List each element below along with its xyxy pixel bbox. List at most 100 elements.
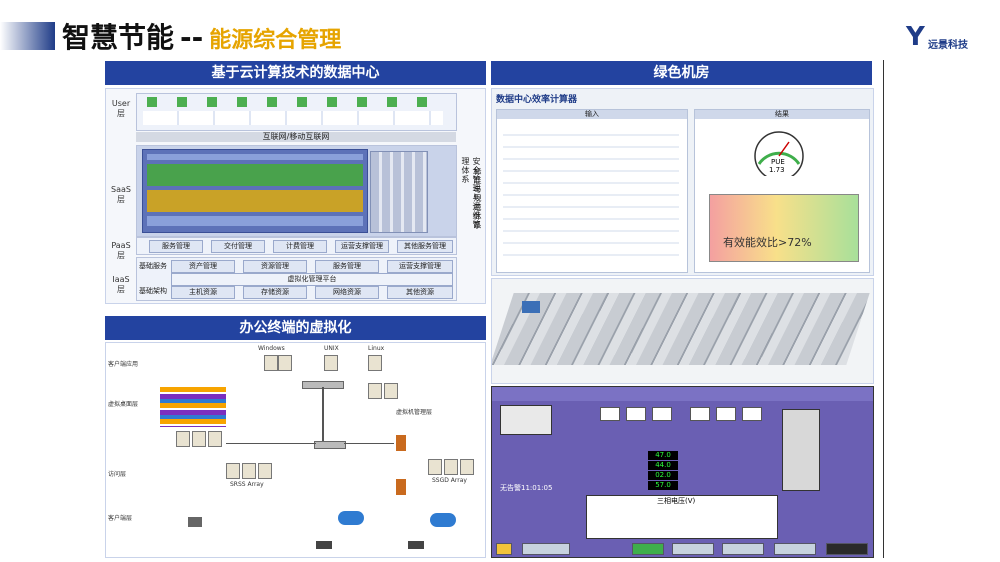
server-linux (368, 355, 382, 371)
iaas-chip-host: 主机资源 (171, 286, 235, 299)
datacenter-title: 基于云计算技术的数据中心 (211, 65, 380, 81)
calc-input-rows (503, 124, 679, 264)
pue-curve-chart (709, 194, 859, 262)
monitor-button-1[interactable] (522, 543, 570, 555)
company-logo: Y 远景科技 (906, 24, 976, 52)
monitor-topbar (492, 387, 873, 401)
layer-label-paas: PaaS 层 (111, 241, 131, 260)
iaas-chip-network: 网络资源 (315, 286, 379, 299)
os-label-linux: Linux (368, 345, 385, 352)
efficiency-calculator: 数据中心效率计算器 输入 结果 PUE 1.73 有效能效比>72% (491, 88, 874, 276)
rack-cabinet-image (782, 409, 820, 491)
monitor-clock (826, 543, 868, 555)
readout-4: 57.0 (648, 481, 678, 490)
label-client-app: 客户端应用 (108, 361, 139, 368)
iaas-sub-basic-arch: 基础架构 (139, 287, 167, 295)
ssgd-server-1 (428, 459, 442, 475)
logo-text: 远景科技 (928, 40, 968, 51)
firewall-icon-1 (396, 435, 406, 451)
office-title: 办公终端的虚拟化 (239, 320, 352, 336)
alarm-status-text: 无告警11:01:05 (500, 484, 553, 492)
user-icons-strip (147, 97, 427, 107)
calc-result-header: 结果 (695, 110, 869, 119)
cloud-icon-internet (338, 511, 364, 525)
pue-value: 1.73 (769, 166, 785, 174)
office-diagram: Windows UNIX Linux 客户端应用 虚拟桌面层 访问层 客户端层 … (105, 342, 486, 558)
side-note-standard: 标准与规范体系 (473, 167, 482, 230)
monitor-button-3[interactable] (722, 543, 764, 555)
room-equipment-blue (522, 301, 540, 313)
side-note-security: 安全管理与运维管理体系 (461, 157, 481, 229)
paas-layer-row: 服务管理 交付管理 计费管理 运营支撑管理 其他服务管理 (136, 237, 457, 255)
title-sub: 能源综合管理 (209, 28, 342, 53)
logo-mark-icon: Y (906, 22, 925, 52)
internet-band: 互联网/移动互联网 (136, 132, 456, 142)
green-title: 绿色机房 (653, 65, 710, 81)
label-ssgd-array: SSGD Array (432, 477, 467, 484)
label-vm-manager: 虚拟机管理层 (396, 409, 433, 416)
readout-2: 44.0 (648, 461, 678, 470)
monitor-button-4[interactable] (774, 543, 816, 555)
saas-band-green (147, 164, 363, 186)
saas-band-bottom (147, 216, 363, 226)
laptop-icon-2 (408, 541, 424, 549)
layer-label-iaas: IaaS 层 (112, 275, 130, 294)
user-layer-row (136, 93, 457, 131)
voltage-chart-label: 三相电压(V) (657, 497, 696, 505)
monitor-tree-panel (500, 405, 552, 435)
readout-1: 47.0 (648, 451, 678, 460)
title-separator: -- (180, 21, 204, 54)
voltage-dial-3 (652, 407, 672, 421)
virtual-desktop-stack (160, 387, 226, 427)
datacenter-panel-header: 基于云计算技术的数据中心 (105, 61, 486, 85)
voltage-dial-1 (600, 407, 620, 421)
iaas-chip-service: 服务管理 (315, 260, 379, 273)
server-rack-rows (492, 293, 870, 365)
srss-server-1 (226, 463, 240, 479)
voltage-trend-chart: 三相电压(V) (586, 495, 778, 539)
vm-server-1 (368, 383, 382, 399)
layer-label-saas: SaaS 层 (111, 185, 131, 204)
saas-core-block (142, 149, 368, 233)
firewall-icon-2 (396, 479, 406, 495)
vd-server-3 (208, 431, 222, 447)
paas-chip-2: 交付管理 (211, 240, 265, 253)
paas-chip-1: 服务管理 (149, 240, 203, 253)
internet-label: 互联网/移动互联网 (262, 132, 330, 141)
os-label-windows: Windows (258, 345, 285, 352)
desktop-terminal-icon (188, 517, 202, 527)
label-client-layer: 客户端层 (108, 515, 133, 522)
iaas-virtual-platform: 虚拟化管理平台 (171, 273, 453, 286)
paas-chip-3: 计费管理 (273, 240, 327, 253)
monitor-button-2[interactable] (672, 543, 714, 555)
label-virtual-desktop: 虚拟桌面层 (108, 401, 139, 408)
wire-to-firewall (344, 443, 394, 444)
ssgd-server-3 (460, 459, 474, 475)
readout-3: 02.0 (648, 471, 678, 480)
wire-vertical-main (322, 387, 324, 441)
title-main: 智慧节能 (62, 21, 175, 54)
srss-server-2 (242, 463, 256, 479)
layer-label-user: User 层 (111, 99, 131, 118)
current-dial-3 (742, 407, 762, 421)
os-label-unix: UNIX (324, 345, 339, 352)
ssgd-server-2 (444, 459, 458, 475)
monitor-button-running[interactable] (632, 543, 664, 555)
iaas-chip-storage: 存储资源 (243, 286, 307, 299)
paas-chip-4: 运营支撑管理 (335, 240, 389, 253)
label-access-layer: 访问层 (108, 471, 127, 478)
server-windows-1 (264, 355, 278, 371)
iaas-sub-basic-service: 基础服务 (139, 262, 167, 270)
wire-to-vd (226, 443, 316, 444)
header-accent-bar (0, 22, 55, 50)
saas-band-gold (147, 190, 363, 212)
calc-result-section: 结果 PUE 1.73 有效能效比>72% (694, 109, 870, 273)
monitoring-console: 47.0 44.0 02.0 57.0 无告警11:01:05 三相电压(V) (491, 386, 874, 558)
calc-input-section: 输入 (496, 109, 688, 273)
iaas-chip-asset: 资产管理 (171, 260, 235, 273)
current-dial-1 (690, 407, 710, 421)
monitor-home-icon[interactable] (496, 543, 512, 555)
current-dial-2 (716, 407, 736, 421)
datacenter-diagram: User 层 互联网/移动互联网 SaaS 层 PaaS 层 服务管理 交付管理… (105, 88, 486, 304)
vd-server-1 (176, 431, 190, 447)
